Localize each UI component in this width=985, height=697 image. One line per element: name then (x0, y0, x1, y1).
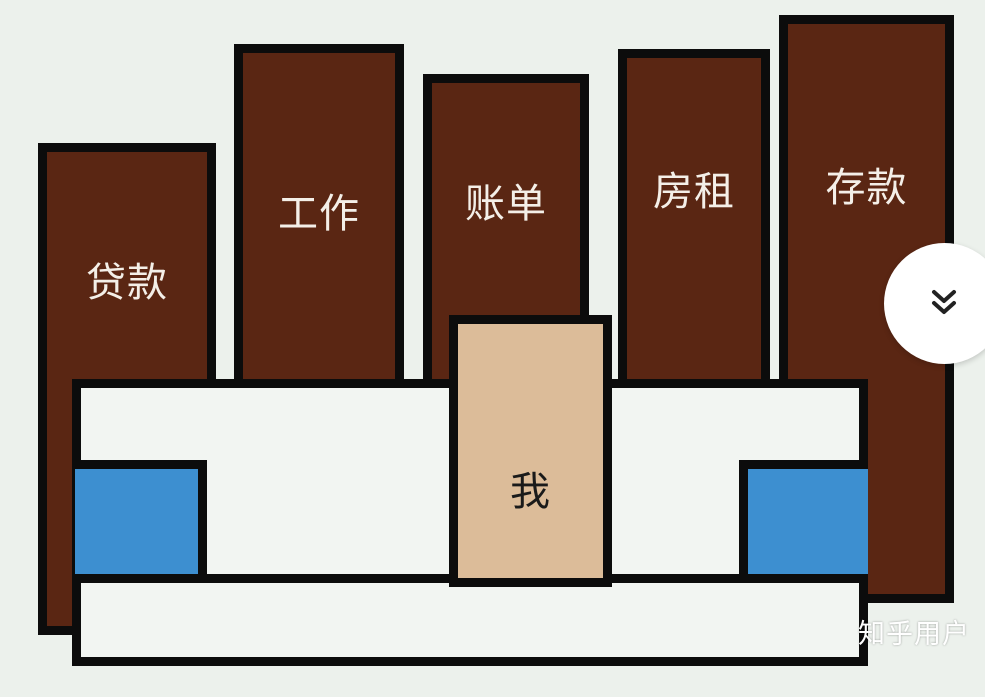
work-label: 工作 (278, 191, 360, 237)
watermark: 知乎用户 (858, 619, 970, 650)
double-chevron-down-icon (932, 290, 956, 314)
work-block: 工作 (234, 44, 404, 389)
me-label: 我 (510, 469, 551, 515)
bills-label: 账单 (465, 181, 547, 227)
loan-label: 贷款 (86, 260, 168, 306)
scroll-down-button[interactable] (884, 243, 985, 364)
me-block: 我 (449, 315, 612, 587)
rent-label: 房租 (653, 169, 735, 215)
savings-label: 存款 (825, 165, 908, 211)
blue-block-left (75, 460, 207, 584)
platform-base (72, 574, 868, 666)
blue-block-right (739, 460, 868, 584)
rent-block: 房租 (618, 49, 770, 389)
